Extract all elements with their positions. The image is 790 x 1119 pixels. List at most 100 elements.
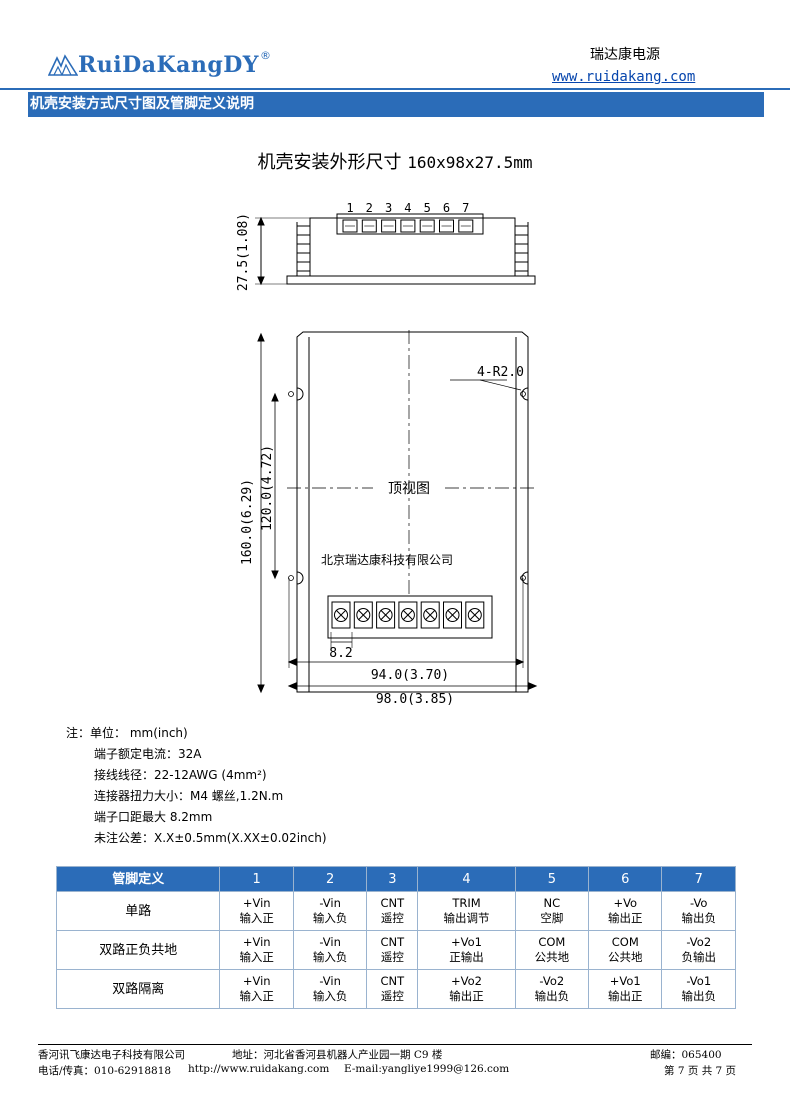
pin-description: 输出调节 <box>443 911 490 925</box>
pin-description: 输入正 <box>239 911 274 925</box>
table-header-label: 管脚定义 <box>55 866 221 892</box>
footer-email[interactable]: E-mail:yangliye1999@126.com <box>344 1063 510 1075</box>
top-terminal <box>465 601 485 629</box>
pin-signal: COM <box>538 935 566 949</box>
terminal-screw-icon <box>467 608 482 622</box>
pin-description: 负输出 <box>681 950 716 964</box>
footer-site[interactable]: http://www.ruidakang.com <box>188 1063 330 1075</box>
drawing-title-dims: 160x98x27.5mm <box>407 153 533 172</box>
side-pin-number: 1 <box>346 201 353 215</box>
footer-address: 地址：河北省香河县机器人产业园一期 C9 楼 <box>232 1049 443 1061</box>
terminal-screw-icon <box>423 608 438 622</box>
drawing-title: 机壳安装外形尺寸 160x98x27.5mm <box>0 148 790 174</box>
top-view <box>257 330 538 694</box>
footer-phone: 电话/传真：010-62918818 <box>38 1065 172 1077</box>
pin-signal: TRIM <box>452 896 481 910</box>
right-fins <box>515 222 529 276</box>
terminal-screw-icon <box>334 608 348 622</box>
pin-description: 输入负 <box>312 989 348 1003</box>
overall-length-label: 160.0(6.29) <box>240 479 255 565</box>
pin-description: 输出负 <box>681 989 716 1003</box>
left-fins <box>296 222 310 276</box>
pin-signal: -Vo <box>689 896 708 910</box>
top-terminal <box>420 601 440 629</box>
terminal-screw-slot <box>469 610 480 620</box>
pin-signal: -Vo1 <box>686 974 712 988</box>
pin-description: 遥控 <box>380 911 404 925</box>
side-terminal <box>400 219 416 233</box>
pin-signal: +Vo <box>613 896 638 910</box>
side-terminal <box>439 219 454 233</box>
radius-label: 4-R2.0 <box>477 365 524 380</box>
pin-signal: COM <box>611 935 639 949</box>
pin-signal: +Vo2 <box>451 974 482 988</box>
terminal-screw-slot <box>380 610 391 620</box>
company-logo: RuiDaKangDY ® <box>48 49 271 78</box>
top-view-label: 顶视图 <box>388 481 430 497</box>
side-pin-number: 5 <box>424 201 431 215</box>
terminal-screw-slot <box>447 610 458 620</box>
table-header-pin: 7 <box>661 866 736 892</box>
side-pin-number: 2 <box>366 201 373 215</box>
terminal-screw-icon <box>356 608 371 622</box>
pin-description: 输出正 <box>608 911 643 925</box>
pin-description: 公共地 <box>534 950 570 964</box>
company-watermark: 北京瑞达康科技有限公司 <box>321 552 453 567</box>
pin-description: 遥控 <box>380 989 404 1003</box>
footer-company: 香河讯飞康达电子科技有限公司 <box>38 1049 185 1061</box>
terminal-screw-icon <box>400 608 415 622</box>
company-name-cn: 瑞达康电源 <box>590 47 660 63</box>
row-label: 单路 <box>55 891 221 931</box>
logo-text: RuiDaKangDY <box>78 52 260 78</box>
footer-page: 第 7 页 共 7 页 <box>664 1065 737 1077</box>
top-terminal <box>353 601 373 629</box>
side-terminal <box>419 219 435 233</box>
note-tolerance: 未注公差：X.X±0.5mm(X.XX±0.02inch) <box>94 831 327 845</box>
terminal-screw-slot <box>403 610 413 620</box>
table-header-pin: 2 <box>292 866 368 892</box>
pin-description: 正输出 <box>449 950 484 964</box>
side-view <box>255 213 536 286</box>
pin-signal: -Vo2 <box>539 974 565 988</box>
side-terminal <box>381 219 397 233</box>
note-wire-gauge: 接线线径：22-12AWG (4mm²) <box>94 768 267 782</box>
pin-description: 输入正 <box>239 950 274 964</box>
pin-description: 输入负 <box>312 950 348 964</box>
pin-signal: +Vo1 <box>451 935 482 949</box>
overall-width-label: 98.0(3.85) <box>376 692 454 707</box>
pin-signal: +Vin <box>242 935 271 949</box>
pin-signal: CNT <box>380 896 405 910</box>
table-header-pin: 3 <box>366 866 419 892</box>
side-terminal <box>458 219 474 233</box>
terminal-screw-slot <box>358 610 369 620</box>
side-pin-number: 6 <box>443 201 450 215</box>
note-unit: 注：单位： mm(inch) <box>66 726 188 740</box>
side-height-label: 27.5(1.08) <box>236 213 251 291</box>
pin-signal: +Vin <box>242 974 271 988</box>
footer-rule <box>38 1044 752 1045</box>
drawing-title-cn: 机壳安装外形尺寸 <box>257 152 402 173</box>
pin-description: 公共地 <box>608 950 643 964</box>
table-header-pin: 1 <box>219 866 294 892</box>
website-link[interactable]: www.ruidakang.com <box>552 69 696 85</box>
